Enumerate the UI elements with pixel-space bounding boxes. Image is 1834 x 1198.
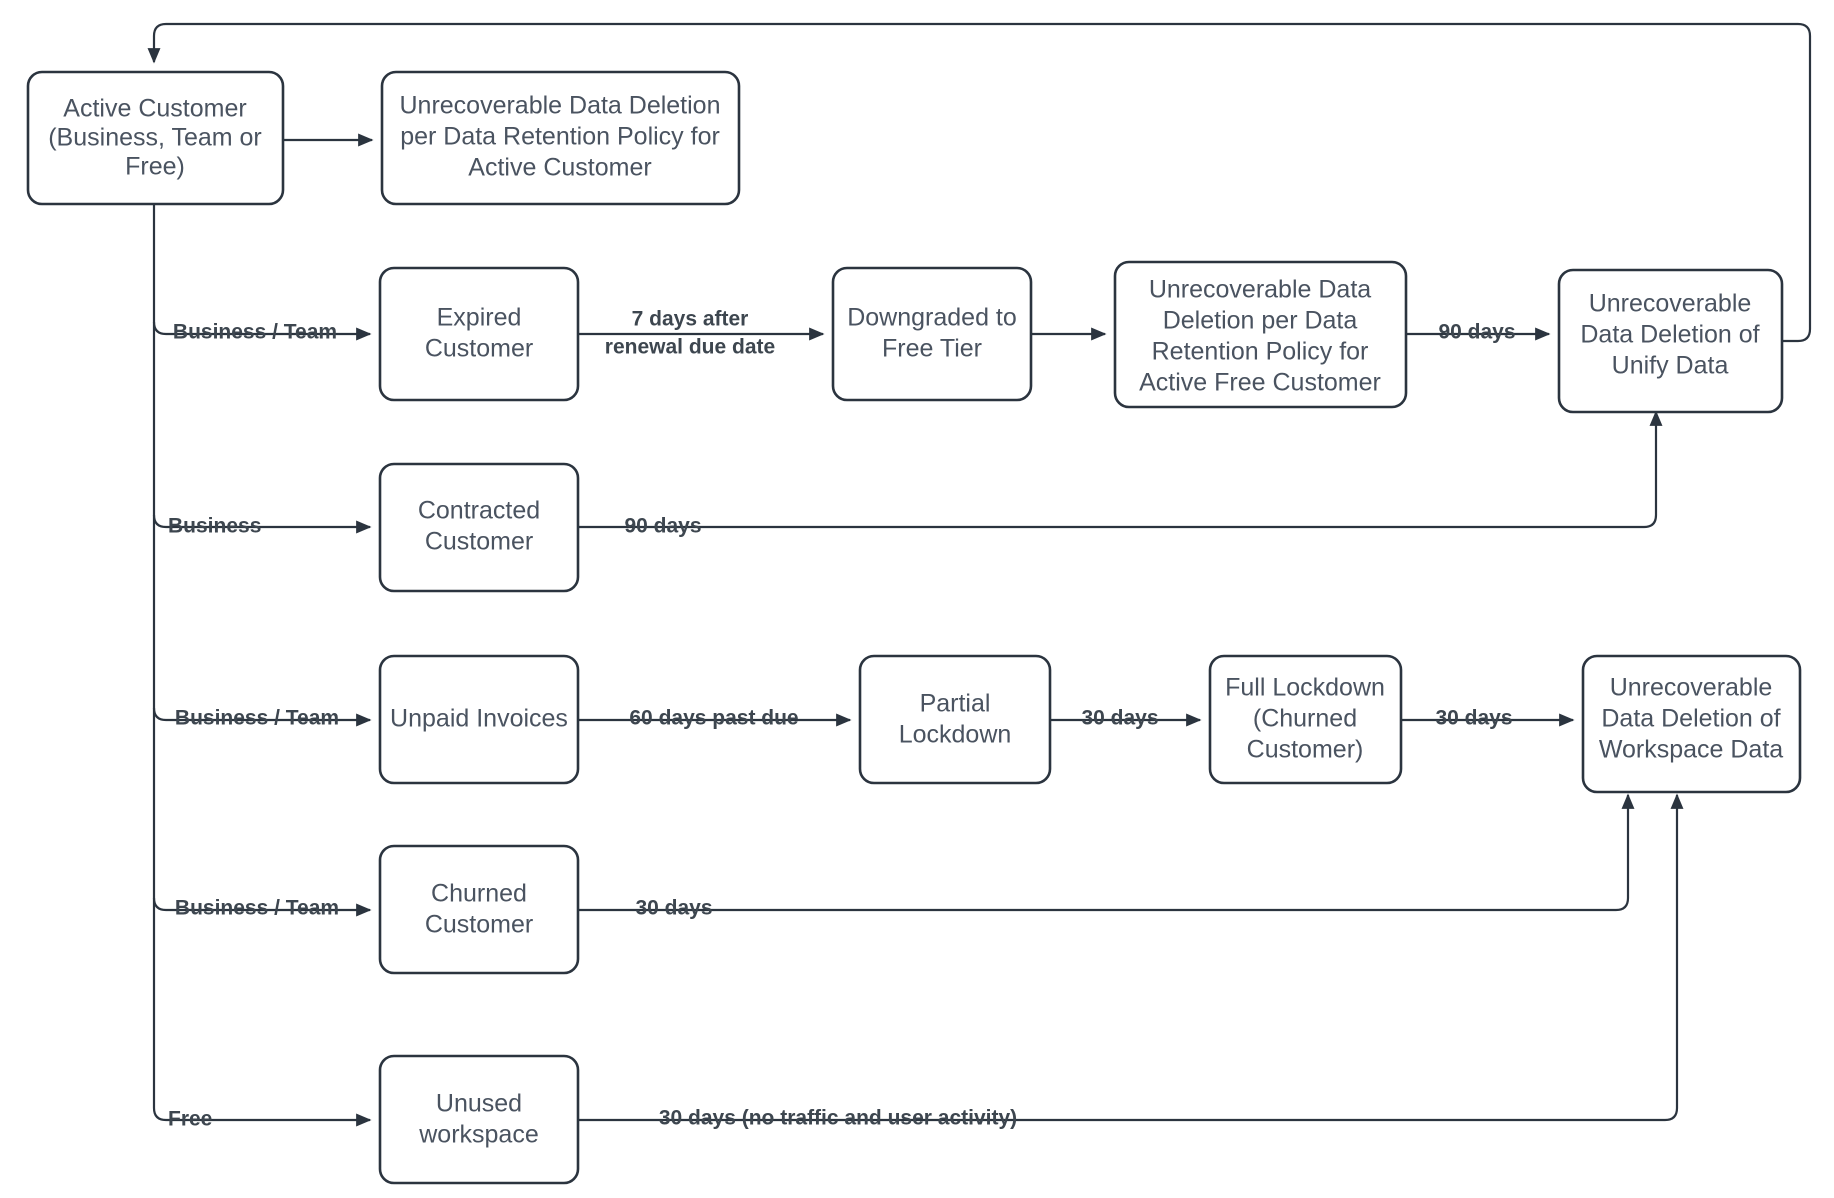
- edge-churned-to-workspace: 30 days: [578, 793, 1635, 920]
- node-unrecoverable-active-line-1: per Data Retention Policy for: [400, 123, 720, 151]
- node-unrecoverable-active-box[interactable]: [380, 70, 741, 206]
- node-downgraded-free-tier[interactable]: Downgraded to Free Tier: [831, 266, 1033, 402]
- node-active-customer[interactable]: Active Customer (Business, Team or Free): [26, 70, 285, 206]
- node-unrecoverable-free-line-2: Retention Policy for: [1152, 338, 1369, 366]
- edge-label-branch-expired: Business / Team: [173, 321, 337, 344]
- edge-label-unused-to-workspace: 30 days (no traffic and user activity): [659, 1107, 1017, 1130]
- node-churned-customer[interactable]: Churned Customer: [378, 844, 580, 975]
- node-unpaid-invoices-box[interactable]: [378, 654, 580, 785]
- edge-contracted-to-unify: 90 days: [578, 410, 1663, 538]
- edge-full-to-workspace: 30 days: [1401, 707, 1575, 730]
- node-churned-customer-box[interactable]: [378, 844, 580, 975]
- node-expired-customer-line-1: Customer: [425, 335, 533, 363]
- node-unify-data-deletion-line-1: Data Deletion of: [1580, 321, 1759, 349]
- node-expired-customer-box[interactable]: [378, 266, 580, 402]
- edge-label-branch-unpaid: Business / Team: [175, 707, 339, 730]
- node-unrecoverable-free[interactable]: Unrecoverable Data Deletion per Data Ret…: [1113, 260, 1408, 409]
- edge-branch-contracted: Business: [152, 515, 372, 538]
- node-partial-lockdown-box[interactable]: [858, 654, 1052, 785]
- node-workspace-data-deletion-box[interactable]: [1581, 654, 1802, 794]
- node-partial-lockdown-line-1: Lockdown: [899, 721, 1012, 749]
- node-active-customer-line-1: (Business, Team or: [48, 124, 262, 152]
- node-unrecoverable-free-line-3: Active Free Customer: [1139, 369, 1381, 397]
- node-unrecoverable-free-box[interactable]: [1113, 260, 1408, 409]
- edge-label-full-to-workspace: 30 days: [1435, 707, 1512, 730]
- edge-label-expired-to-downgraded-line1: 7 days after: [632, 308, 749, 331]
- node-expired-customer[interactable]: Expired Customer: [378, 266, 580, 402]
- node-unify-data-deletion-line-0: Unrecoverable: [1589, 290, 1752, 318]
- node-workspace-data-deletion-line-2: Workspace Data: [1599, 736, 1783, 764]
- edge-label-branch-churned: Business / Team: [175, 897, 339, 920]
- node-active-customer-line-2: Free): [125, 153, 185, 181]
- node-contracted-customer-line-1: Customer: [425, 528, 533, 556]
- edge-branch-churned: Business / Team: [152, 897, 372, 920]
- node-workspace-data-deletion[interactable]: Unrecoverable Data Deletion of Workspace…: [1581, 654, 1802, 794]
- node-expired-customer-line-0: Expired: [437, 304, 522, 332]
- node-partial-lockdown-line-0: Partial: [920, 690, 991, 718]
- node-churned-customer-line-1: Customer: [425, 911, 533, 939]
- node-unused-workspace-box[interactable]: [378, 1054, 580, 1185]
- edge-label-contracted-to-unify: 90 days: [624, 515, 701, 538]
- node-unpaid-invoices-line-0: Unpaid Invoices: [390, 705, 568, 733]
- node-downgraded-free-tier-line-0: Downgraded to: [847, 304, 1017, 332]
- edge-expired-to-downgraded: 7 days after renewal due date: [578, 308, 825, 359]
- edge-free-deletion-to-unify: 90 days: [1406, 321, 1551, 344]
- edge-label-free-deletion-to-unify: 90 days: [1438, 321, 1515, 344]
- node-unrecoverable-active-line-2: Active Customer: [468, 154, 651, 182]
- node-partial-lockdown[interactable]: Partial Lockdown: [858, 654, 1052, 785]
- node-unrecoverable-free-line-1: Deletion per Data: [1163, 307, 1358, 335]
- node-full-lockdown[interactable]: Full Lockdown (Churned Customer): [1208, 654, 1403, 785]
- edge-unpaid-to-partial: 60 days past due: [578, 707, 852, 730]
- node-unrecoverable-active[interactable]: Unrecoverable Data Deletion per Data Ret…: [380, 70, 741, 206]
- node-active-customer-box[interactable]: [26, 70, 285, 206]
- node-unrecoverable-active-line-0: Unrecoverable Data Deletion: [399, 92, 720, 120]
- node-unpaid-invoices[interactable]: Unpaid Invoices: [378, 654, 580, 785]
- node-active-customer-line-0: Active Customer: [63, 95, 246, 123]
- node-unify-data-deletion-line-2: Unify Data: [1612, 352, 1729, 380]
- edge-label-partial-to-full: 30 days: [1081, 707, 1158, 730]
- edge-label-branch-contracted: Business: [168, 515, 261, 538]
- edge-label-churned-to-workspace: 30 days: [635, 897, 712, 920]
- node-contracted-customer[interactable]: Contracted Customer: [378, 462, 580, 593]
- node-unify-data-deletion-box[interactable]: [1557, 268, 1784, 414]
- node-unused-workspace-line-0: Unused: [436, 1090, 522, 1118]
- node-downgraded-free-tier-box[interactable]: [831, 266, 1033, 402]
- edge-label-unpaid-to-partial: 60 days past due: [629, 707, 798, 730]
- edge-label-expired-to-downgraded-line2: renewal due date: [605, 336, 775, 359]
- node-full-lockdown-box[interactable]: [1208, 654, 1403, 785]
- node-contracted-customer-box[interactable]: [378, 462, 580, 593]
- edge-trunk-vertical: [152, 203, 180, 1122]
- node-full-lockdown-line-2: Customer): [1247, 736, 1364, 764]
- edge-unused-to-workspace: 30 days (no traffic and user activity): [578, 793, 1684, 1130]
- node-unused-workspace-line-1: workspace: [418, 1121, 539, 1149]
- edge-branch-unused: Free: [168, 1108, 372, 1131]
- edge-partial-to-full: 30 days: [1050, 707, 1202, 730]
- node-workspace-data-deletion-line-1: Data Deletion of: [1601, 705, 1780, 733]
- edge-branch-unpaid: Business / Team: [152, 707, 372, 730]
- node-full-lockdown-line-0: Full Lockdown: [1225, 674, 1385, 702]
- edge-label-branch-unused: Free: [168, 1108, 212, 1131]
- node-contracted-customer-line-0: Contracted: [418, 497, 540, 525]
- node-full-lockdown-line-1: (Churned: [1253, 705, 1357, 733]
- edge-unify-to-active-customer: [147, 22, 1812, 343]
- node-workspace-data-deletion-line-0: Unrecoverable: [1610, 674, 1773, 702]
- node-churned-customer-line-0: Churned: [431, 880, 527, 908]
- node-unrecoverable-free-line-0: Unrecoverable Data: [1149, 276, 1371, 304]
- node-downgraded-free-tier-line-1: Free Tier: [882, 335, 982, 363]
- node-unify-data-deletion[interactable]: Unrecoverable Data Deletion of Unify Dat…: [1557, 268, 1784, 414]
- node-unused-workspace[interactable]: Unused workspace: [378, 1054, 580, 1185]
- edge-branch-expired: Business / Team: [152, 321, 372, 344]
